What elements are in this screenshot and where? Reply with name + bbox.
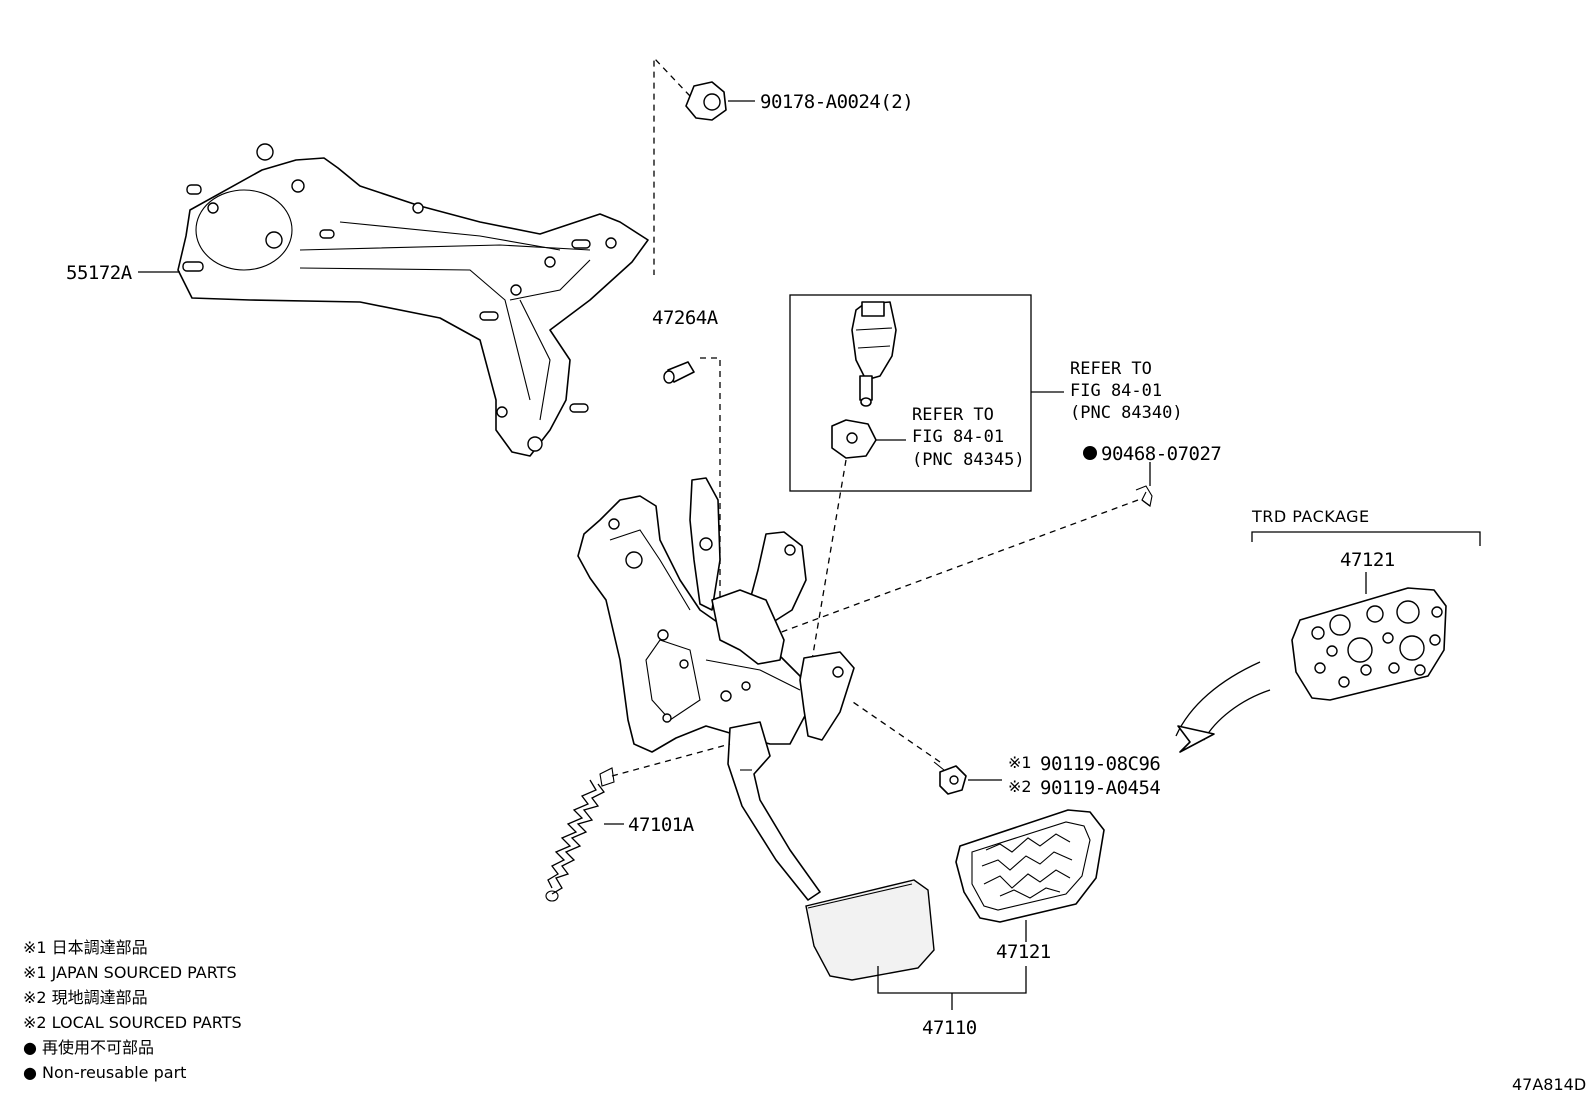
refer-switch-line3: (PNC 84340) (1070, 403, 1183, 423)
pedal-arm-drawing (727, 721, 821, 901)
label-47121: 47121 (996, 941, 1051, 963)
pad-drawing (955, 809, 1105, 923)
refer-box (789, 294, 1032, 492)
label-47110: 47110 (922, 1017, 977, 1039)
label-47121-trd: 47121 (1340, 549, 1395, 571)
cushion-drawing (831, 419, 877, 459)
legend-line-3: ※2 現地調達部品 (23, 988, 148, 1007)
clip-drawing (1135, 485, 1153, 507)
bolt-drawing (933, 761, 967, 795)
label-90119-a0454: 90119-A0454 (1040, 777, 1160, 799)
bracket-drawing (177, 143, 649, 457)
trd-package-label: TRD PACKAGE (1251, 507, 1370, 526)
legend-line-4: ※2 LOCAL SOURCED PARTS (23, 1013, 242, 1032)
label-47101a: 47101A (628, 814, 695, 836)
spring-drawing (545, 767, 615, 902)
label-47264a: 47264A (652, 307, 719, 329)
refer-cushion-line1: REFER TO (912, 405, 994, 425)
pedal-pad-drawing (805, 879, 935, 981)
label-55172a: 55172A (66, 262, 133, 284)
figure-code: 47A814D (1512, 1075, 1586, 1094)
legend-line-1: ※1 日本調達部品 (23, 938, 148, 957)
pedal-bracket-drawing (577, 477, 855, 753)
legend-line-6: ● Non-reusable part (23, 1063, 186, 1082)
legend-line-2: ※1 JAPAN SOURCED PARTS (23, 963, 237, 982)
bolt-mark-2: ※2 (1008, 777, 1032, 796)
refer-cushion-line3: (PNC 84345) (912, 450, 1025, 470)
refer-cushion-line2: FIG 84-01 (912, 427, 1004, 447)
legend-line-5: ● 再使用不可部品 (23, 1038, 154, 1057)
refer-switch-line1: REFER TO (1070, 359, 1152, 379)
bolt-mark-1: ※1 (1008, 753, 1032, 772)
label-90468-07027: 90468-07027 (1101, 443, 1221, 465)
stop-switch-drawing (851, 301, 897, 407)
trd-pad-drawing (1291, 587, 1447, 701)
pin-drawing (663, 361, 695, 384)
refer-switch-line2: FIG 84-01 (1070, 381, 1162, 401)
legend: ※1 日本調達部品 ※1 JAPAN SOURCED PARTS ※2 現地調達… (23, 938, 242, 1082)
label-90119-08c96: 90119-08C96 (1040, 753, 1160, 775)
label-90178-a0024: 90178-A0024(2) (760, 91, 913, 113)
non-reusable-mark (1083, 446, 1097, 460)
replace-arrow-drawing (1175, 661, 1271, 753)
nut-drawing (685, 81, 727, 121)
